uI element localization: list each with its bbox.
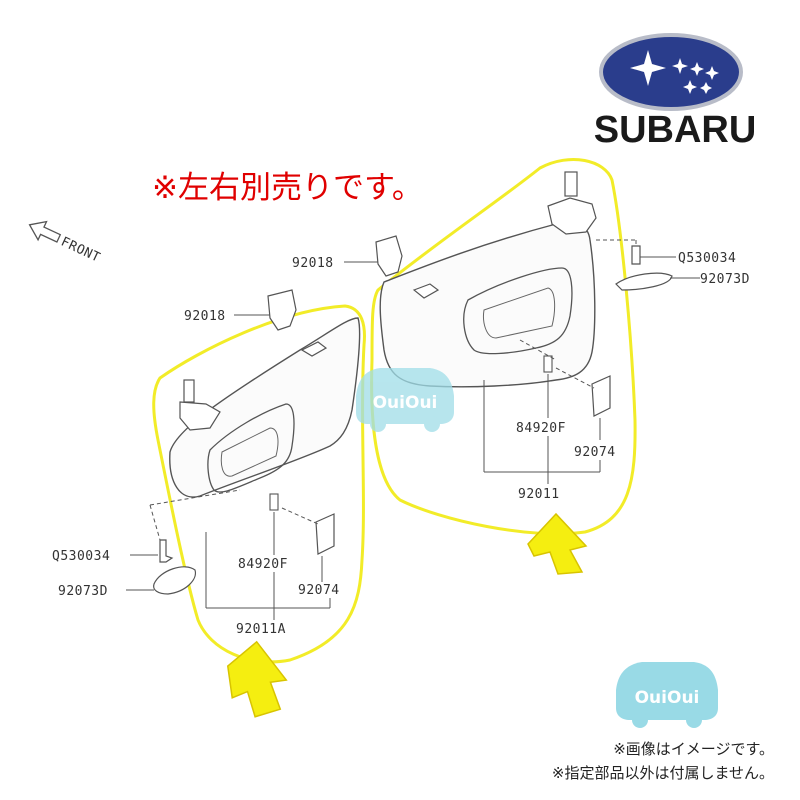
left-clip-icon <box>267 289 297 331</box>
right-lamp-lens-icon <box>591 375 611 417</box>
left-sun-visor: 92018 Q530034 92073D 84920F 92074 92011A <box>52 289 361 637</box>
up-arrow-icon <box>226 640 288 718</box>
left-lamp-lens-icon <box>315 513 335 555</box>
part-number-left-lamp: 92074 <box>298 583 340 598</box>
left-bulb-icon <box>269 493 279 511</box>
left-visor-body <box>169 317 361 498</box>
part-number-left-screw: Q530034 <box>52 549 110 564</box>
part-number-right-lamp: 92074 <box>574 445 616 460</box>
watermark-text-corner: OuiOui <box>635 688 700 708</box>
brand-wordmark: SUBARU <box>594 109 757 151</box>
subaru-logo: SUBARU <box>594 33 757 151</box>
right-bulb-icon <box>543 355 553 373</box>
right-sun-visor: 92018 Q530034 92073D 84920F 92074 92011 <box>292 171 750 502</box>
right-visor-highlight-outline <box>370 158 637 536</box>
left-visor-mirror-frame <box>207 403 295 493</box>
parts-included-disclaimer: ※指定部品以外は付属しません。 <box>551 764 774 782</box>
right-screw-icon <box>631 245 641 265</box>
part-number-left-cap: 92073D <box>58 584 108 599</box>
front-arrow-icon <box>28 220 62 243</box>
image-disclaimer: ※画像はイメージです。 <box>613 740 774 758</box>
part-number-left-mirror: 84920F <box>238 557 288 572</box>
watermark-text-center: OuiOui <box>373 393 438 413</box>
part-number-left-clip: 92018 <box>184 309 226 324</box>
left-visor-highlight-outline <box>152 304 366 664</box>
left-screw-icon <box>159 539 174 563</box>
part-number-left-assembly: 92011A <box>236 622 286 637</box>
watermark-logo-corner: OuiOui <box>616 662 718 728</box>
watermark-logo-center: OuiOui <box>356 368 454 432</box>
left-cap-icon <box>153 566 196 595</box>
front-direction-indicator: FRONT <box>28 220 102 266</box>
pleiades-stars-icon <box>630 50 719 94</box>
part-number-right-cap: 92073D <box>700 272 750 287</box>
part-number-right-screw: Q530034 <box>678 251 736 266</box>
part-number-right-assembly: 92011 <box>518 487 560 502</box>
sold-separately-notice: ※左右別売りです。 <box>152 170 423 206</box>
right-clip-icon <box>375 235 403 277</box>
part-number-right-clip: 92018 <box>292 256 334 271</box>
subaru-pleiades-icon <box>599 33 743 111</box>
front-label: FRONT <box>58 235 102 266</box>
right-visor-mirror-frame <box>463 267 573 355</box>
right-visor-body <box>379 221 596 388</box>
right-cap-icon <box>615 272 673 291</box>
part-number-right-mirror: 84920F <box>516 421 566 436</box>
up-arrow-icon <box>527 512 588 575</box>
